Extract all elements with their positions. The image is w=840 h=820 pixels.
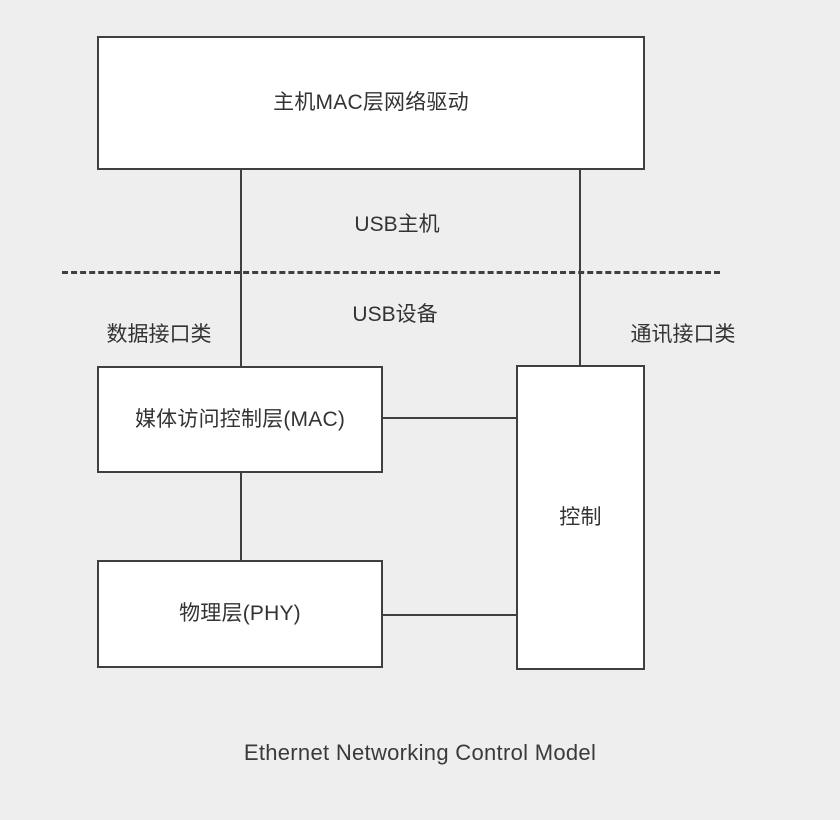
connector-phy-to-control bbox=[381, 614, 518, 616]
box-host-mac-network-driver[interactable]: 主机MAC层网络驱动 bbox=[97, 36, 645, 170]
box-control-label: 控制 bbox=[559, 505, 602, 529]
usb-host-device-boundary-divider bbox=[62, 271, 720, 274]
box-media-access-control-layer[interactable]: 媒体访问控制层(MAC) bbox=[97, 366, 383, 473]
connector-host-driver-to-mac bbox=[240, 168, 242, 368]
box-host-mac-network-driver-label: 主机MAC层网络驱动 bbox=[273, 91, 469, 115]
diagram-caption: Ethernet Networking Control Model bbox=[243, 740, 597, 765]
label-usb-device: USB设备 bbox=[348, 298, 442, 328]
label-data-interface-class: 数据接口类 bbox=[102, 318, 216, 348]
connector-mac-to-phy bbox=[240, 471, 242, 562]
box-physical-layer[interactable]: 物理层(PHY) bbox=[97, 560, 383, 668]
label-usb-host: USB主机 bbox=[350, 208, 444, 238]
box-media-access-control-layer-label: 媒体访问控制层(MAC) bbox=[134, 407, 346, 431]
label-communication-interface-class: 通讯接口类 bbox=[626, 318, 740, 348]
box-control[interactable]: 控制 bbox=[516, 365, 645, 670]
connector-host-driver-to-control bbox=[579, 168, 581, 367]
connector-mac-to-control bbox=[381, 417, 518, 419]
box-physical-layer-label: 物理层(PHY) bbox=[179, 602, 301, 626]
